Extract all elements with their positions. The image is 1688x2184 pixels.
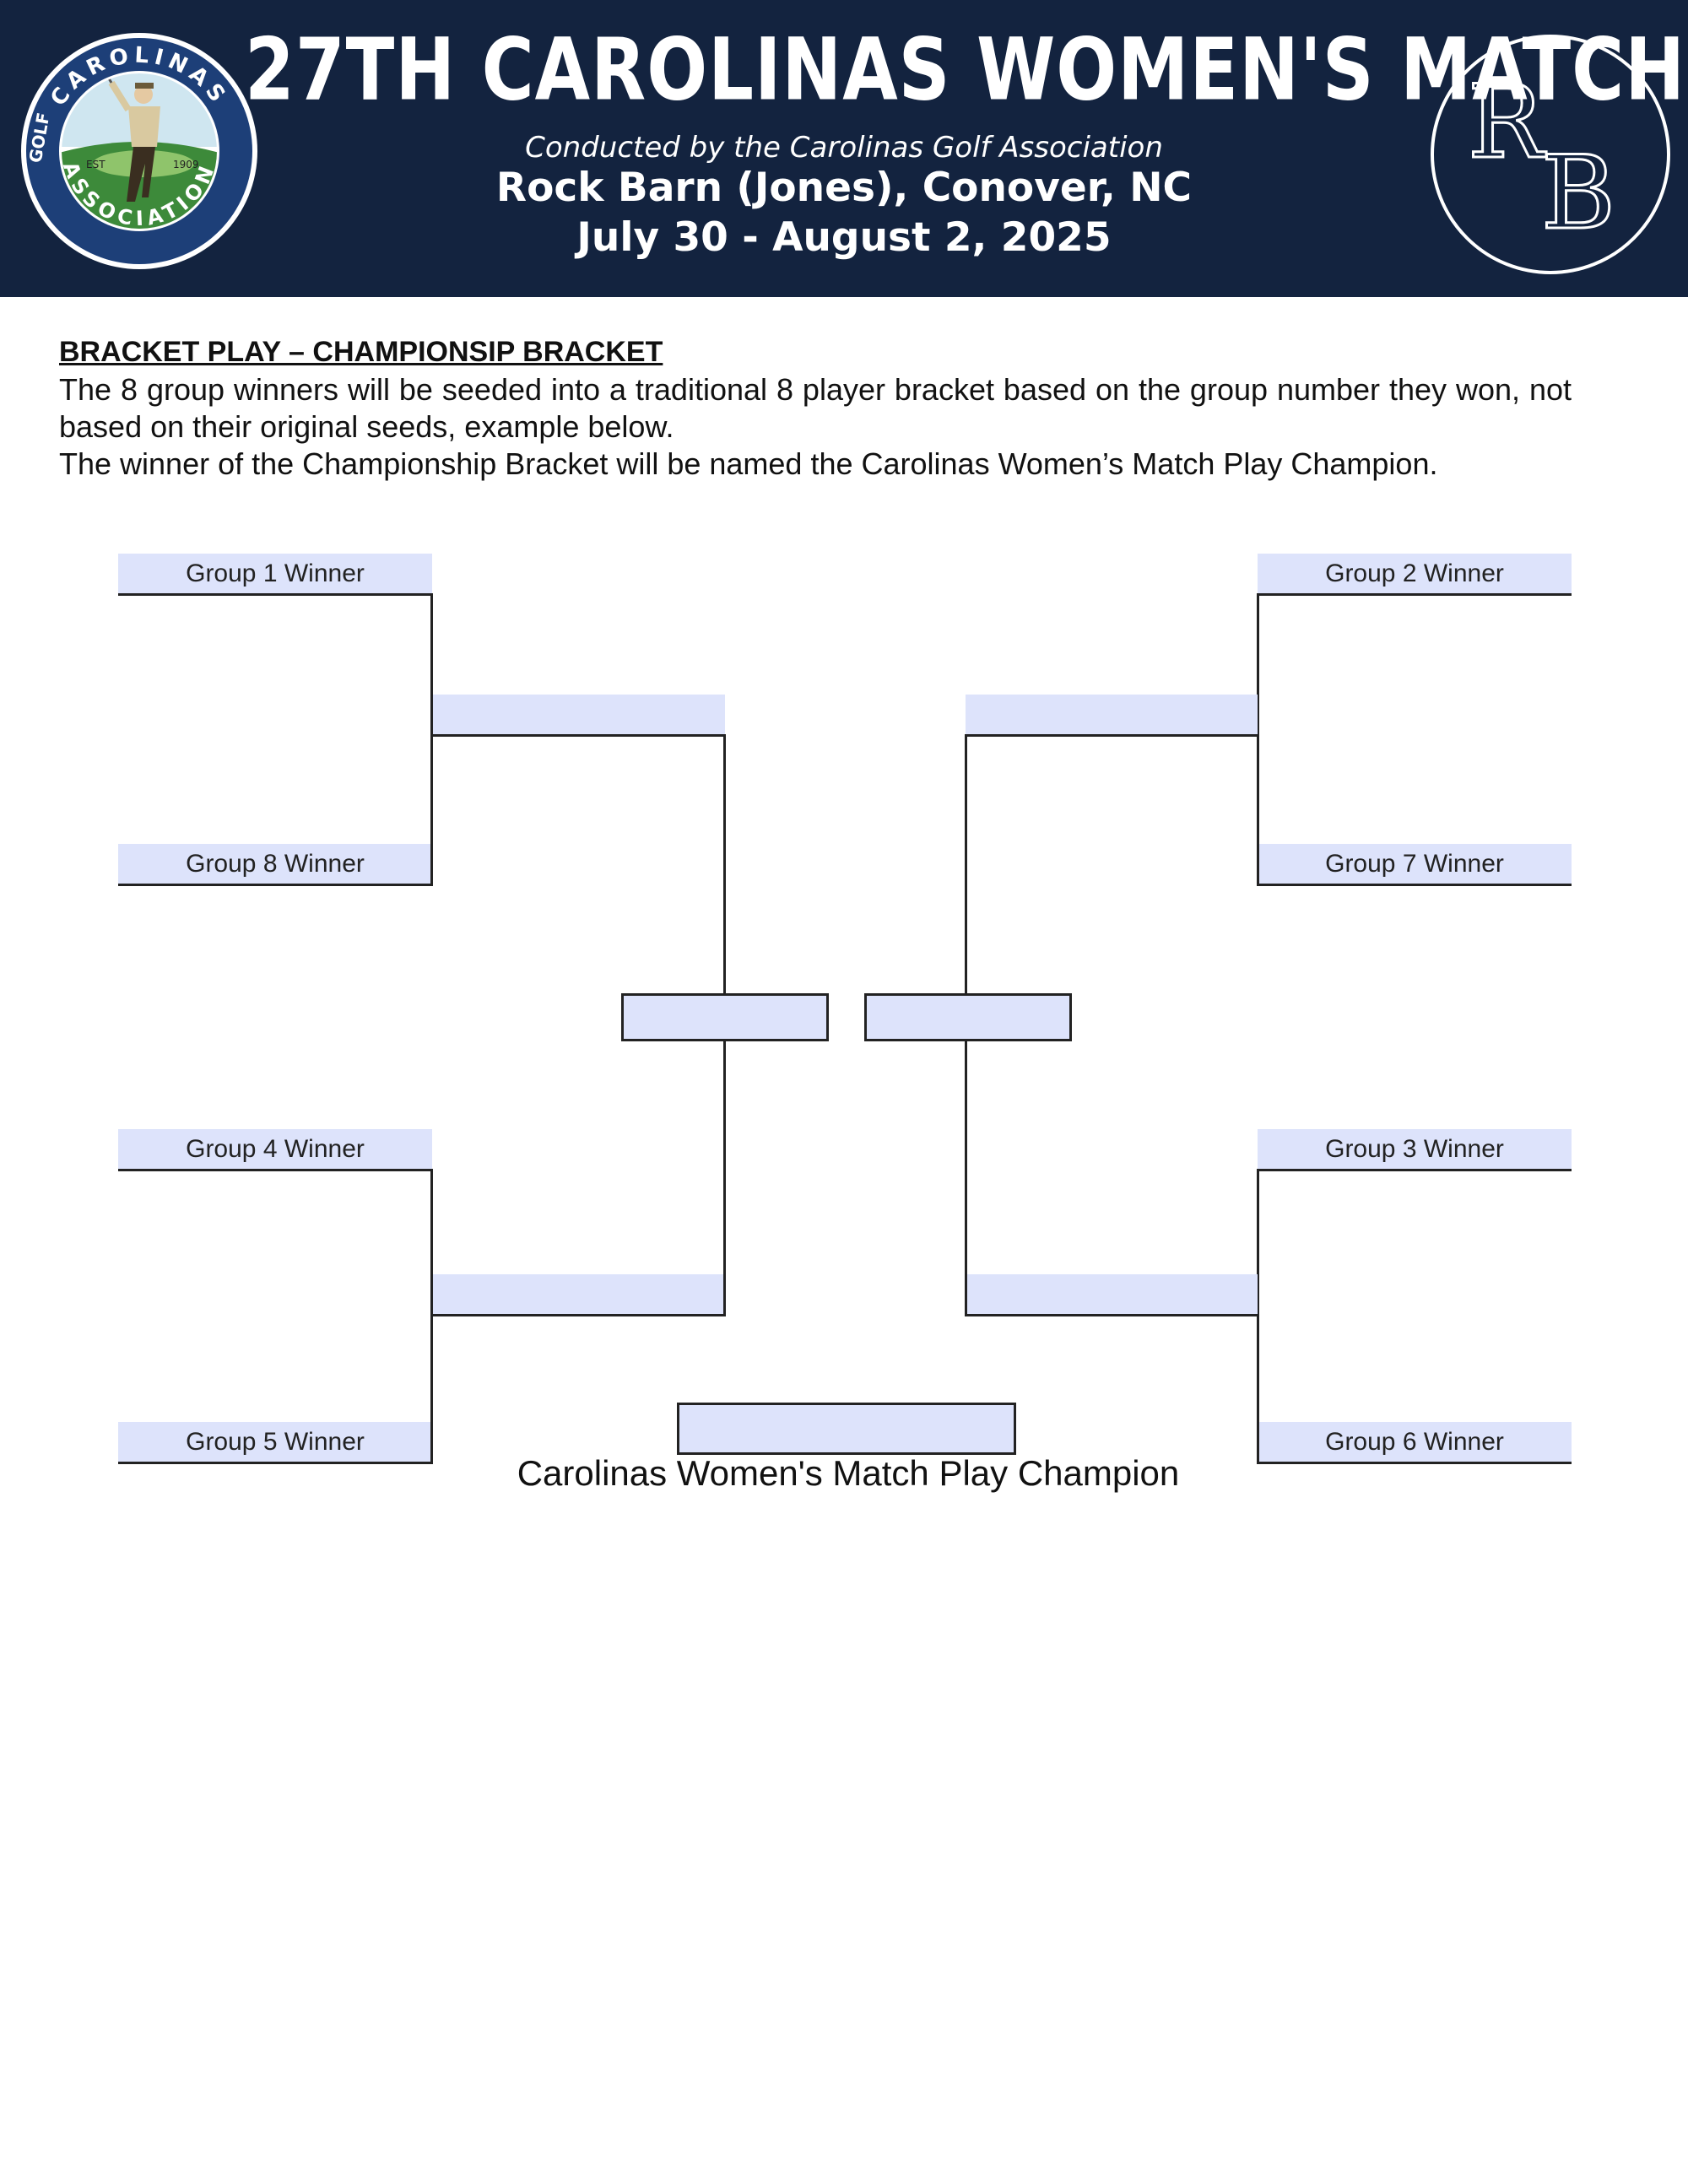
bracket-slot-group-3: Group 3 Winner (1258, 1129, 1572, 1171)
svg-text:EST: EST (86, 159, 106, 170)
champion-label: Carolinas Women's Match Play Champion (517, 1453, 1180, 1493)
svg-text:1909: 1909 (173, 159, 199, 170)
bracket-connector (430, 1169, 433, 1464)
venue-line: Rock Barn (Jones), Conover, NC (495, 165, 1193, 211)
bracket-connector (1257, 1169, 1259, 1464)
semifinal-slot-right-bottom (966, 1274, 1258, 1316)
finalist-slot-left (621, 993, 829, 1041)
section-heading: BRACKET PLAY – CHAMPIONSIP BRACKET (59, 336, 663, 368)
header-banner: EST 1909 CAROLINAS GOLF ASSOCIATION 27TH… (0, 0, 1688, 297)
bracket-slot-group-5: Group 5 Winner (118, 1422, 432, 1464)
bracket-slot-group-4: Group 4 Winner (118, 1129, 432, 1171)
champion-slot (677, 1403, 1016, 1455)
bracket-slot-group-7: Group 7 Winner (1258, 844, 1572, 886)
bracket-connector (1257, 593, 1259, 886)
semifinal-slot-right-top (966, 695, 1258, 737)
conducted-by-line: Conducted by the Carolinas Golf Associat… (525, 131, 1163, 165)
seeding-explanation: The 8 group winners will be seeded into … (59, 372, 1572, 444)
bracket-connector (430, 593, 433, 886)
finalist-slot-right (864, 993, 1072, 1041)
bracket-slot-group-1: Group 1 Winner (118, 554, 432, 596)
svg-text:R: R (1468, 64, 1547, 181)
bracket-slot-group-6: Group 6 Winner (1258, 1422, 1572, 1464)
svg-text:B: B (1541, 135, 1615, 252)
championship-title: 27TH CAROLINAS WOMEN'S MATCH PLAY CHAMPI… (245, 20, 1688, 121)
champion-explanation: The winner of the Championship Bracket w… (59, 446, 1438, 481)
semifinal-slot-left-top (433, 695, 725, 737)
rock-barn-logo-icon: R B (1431, 35, 1670, 274)
bracket-slot-group-8: Group 8 Winner (118, 844, 432, 886)
dates-line: July 30 - August 2, 2025 (576, 214, 1112, 261)
semifinal-slot-left-bottom (433, 1274, 725, 1316)
cga-logo-icon: EST 1909 CAROLINAS GOLF ASSOCIATION (21, 33, 257, 269)
bracket-slot-group-2: Group 2 Winner (1258, 554, 1572, 596)
